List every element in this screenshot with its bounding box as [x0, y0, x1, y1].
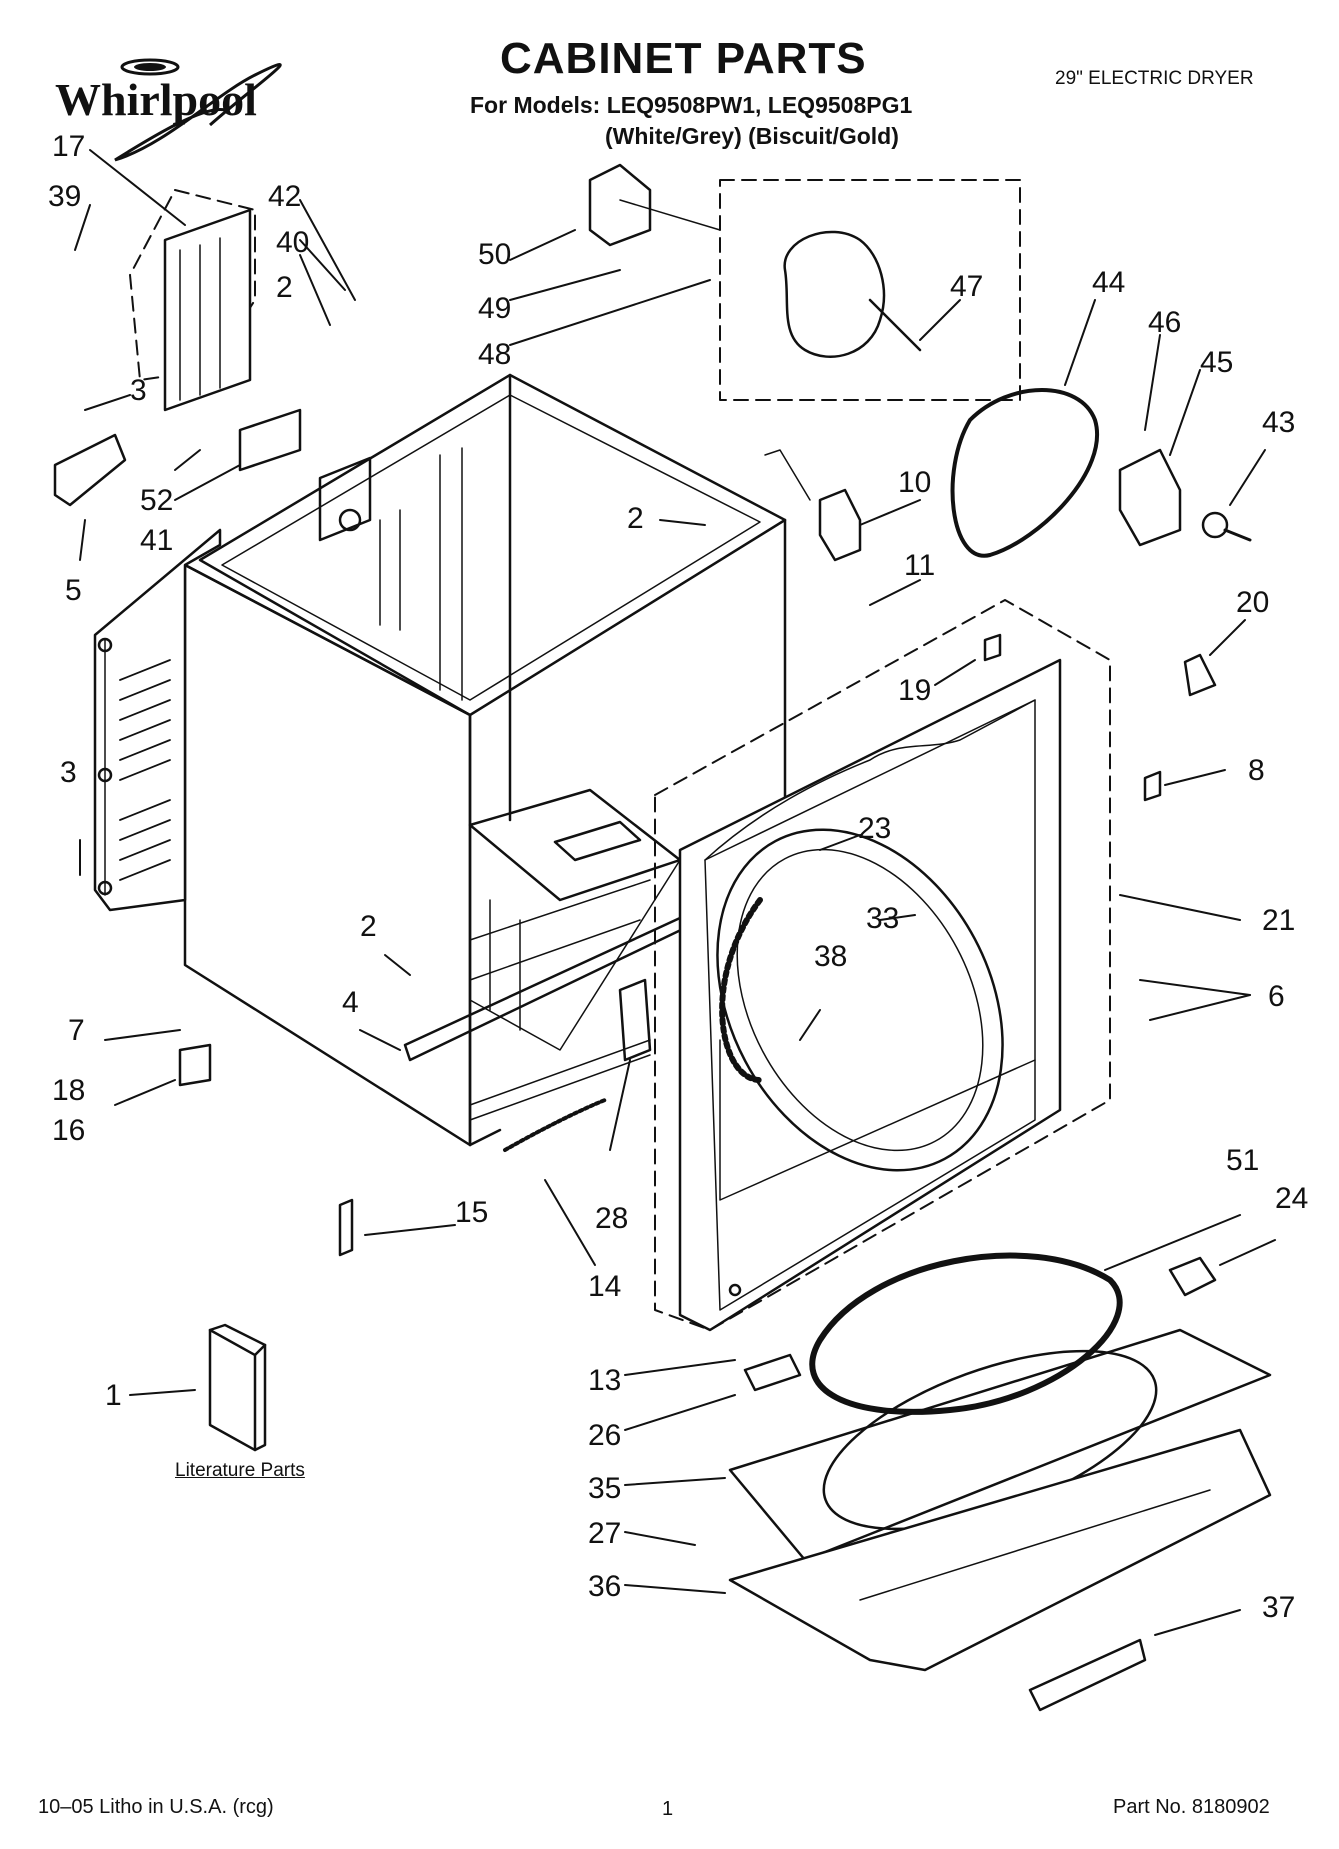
part-number-label: 49 — [478, 292, 511, 325]
part-number-label: 43 — [1262, 406, 1295, 439]
part-number-label: 16 — [52, 1114, 85, 1147]
part-number-label: 24 — [1275, 1182, 1308, 1215]
part-number-label: 19 — [898, 674, 931, 707]
part-number-label: 10 — [898, 466, 931, 499]
part-number-label: 41 — [140, 524, 173, 557]
part-number-label: 50 — [478, 238, 511, 271]
part-number-footer: Part No. 8180902 — [1113, 1796, 1270, 1818]
part-number-label: 48 — [478, 338, 511, 371]
appliance-type: 29" ELECTRIC DRYER — [1055, 68, 1254, 89]
page-title: CABINET PARTS — [500, 34, 867, 83]
literature-parts-label: Literature Parts — [175, 1460, 305, 1481]
model-colors: (White/Grey) (Biscuit/Gold) — [605, 123, 899, 149]
part-number-label: 23 — [858, 812, 891, 845]
part-number-label: 20 — [1236, 586, 1269, 619]
part-number-label: 1 — [105, 1379, 122, 1412]
part-number-label: 42 — [268, 180, 301, 213]
part-number-label: 28 — [595, 1202, 628, 1235]
part-number-label: 21 — [1262, 904, 1295, 937]
part-number-label: 37 — [1262, 1591, 1295, 1624]
part-number-label: 44 — [1092, 266, 1125, 299]
leader-lines — [74, 149, 1276, 1636]
part-number-label: 3 — [130, 374, 147, 407]
part-number-label: 8 — [1248, 754, 1265, 787]
part-number-label: 17 — [52, 130, 85, 163]
part-number-label: 7 — [68, 1014, 85, 1047]
part-number-label: 2 — [627, 502, 644, 535]
door-assembly — [728, 1252, 1272, 1712]
part-number-label: 27 — [588, 1517, 621, 1550]
part-number-label: 46 — [1148, 306, 1181, 339]
front-panel — [678, 658, 1062, 1332]
rear-panel — [93, 528, 222, 912]
part-number-label: 14 — [588, 1270, 621, 1303]
part-number-label: 33 — [866, 902, 899, 935]
part-number-label: 39 — [48, 180, 81, 213]
part-number-label: 2 — [360, 910, 377, 943]
misc-parts — [53, 163, 1252, 1452]
part-number-label: 4 — [342, 986, 359, 1019]
part-number-label: 3 — [60, 756, 77, 789]
part-number-label: 13 — [588, 1364, 621, 1397]
litho-note: 10–05 Litho in U.S.A. (rcg) — [38, 1796, 274, 1818]
model-numbers: For Models: LEQ9508PW1, LEQ9508PG1 — [470, 92, 913, 118]
whirlpool-logo: Whirlpool — [55, 58, 282, 162]
part-number-label: 5 — [65, 574, 82, 607]
part-number-label: 35 — [588, 1472, 621, 1505]
part-number-label: 51 — [1226, 1144, 1259, 1177]
part-number-label: 11 — [904, 549, 935, 582]
part-number-label: 47 — [950, 270, 983, 303]
part-number-label: 38 — [814, 940, 847, 973]
part-number-label: 15 — [455, 1196, 488, 1229]
part-number-label: 52 — [140, 484, 173, 517]
part-number-label: 36 — [588, 1570, 621, 1603]
part-labels: 17 39 42 40 2 3 52 41 5 50 49 48 47 44 4… — [48, 130, 1308, 1624]
part-number-label: 18 — [52, 1074, 85, 1107]
part-number-label: 26 — [588, 1419, 621, 1452]
page-number: 1 — [662, 1798, 674, 1820]
brand-name: Whirlpool — [55, 74, 257, 125]
part-number-label: 40 — [276, 226, 309, 259]
cabinet-shell — [183, 373, 787, 1147]
part-number-label: 45 — [1200, 346, 1233, 379]
part-number-label: 2 — [276, 271, 293, 304]
part-number-label: 6 — [1268, 980, 1285, 1013]
